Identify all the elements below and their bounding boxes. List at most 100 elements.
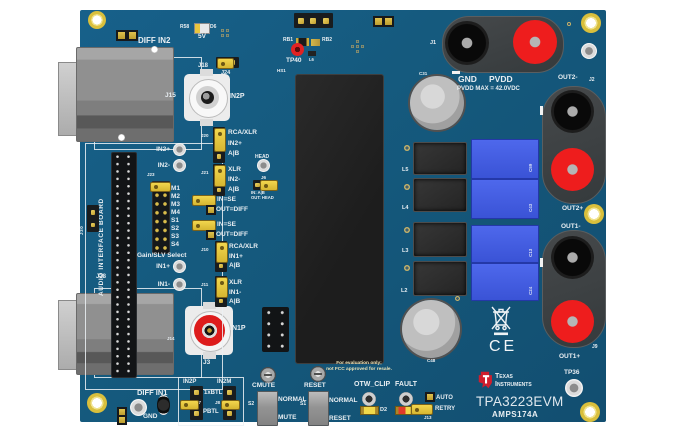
via [356,50,359,53]
cmute-label: CMUTE [252,382,276,389]
via [567,22,571,26]
via [221,34,224,37]
out2neg-banana-jack[interactable] [551,90,594,133]
c24-refdes: C24 [528,286,533,295]
j11-refdes: J11 [201,282,209,287]
j6-shunt-jumper[interactable] [260,180,278,191]
mount-hole [88,11,106,29]
cmute-switch-shaft[interactable] [261,368,275,382]
j28-header[interactable] [111,152,137,378]
otw-clip-label: OTW_CLIP [354,381,391,388]
se2-line2: OUT=DIFF [216,231,248,238]
header-pin [90,210,96,215]
via [404,265,410,271]
board-model: TPA3223EVM [476,394,564,409]
gnd-banana-jack[interactable] [445,21,489,65]
diode-d6 [194,23,210,34]
j30-header[interactable] [87,205,99,232]
j23-gain-header[interactable] [152,181,170,254]
film-cap-c59 [471,139,539,179]
c31-refdes: C31 [419,71,428,76]
header-pin [227,411,232,416]
diff-in2-label: DIFF IN2 [138,36,171,45]
header-pin [194,411,199,416]
j21-shunt-jumper[interactable] [214,165,226,187]
connector-screw [151,46,158,53]
out1pos-label: OUT1+ [559,353,581,360]
fault-testpoint[interactable] [399,392,413,406]
mode-pbtl-label: PBTL [203,409,219,415]
otw-clip-testpoint[interactable] [362,392,376,406]
header-pin [218,298,224,304]
inductor-l4 [413,178,467,212]
reset-pos-reset: RESET [329,415,351,422]
gain-shunt-jumper[interactable] [150,182,171,192]
solder-pad [116,30,127,41]
mute-slide-switch[interactable] [257,391,278,426]
auto-retry-line1: AUTO [436,395,453,401]
j10-refdes: J10 [201,247,209,252]
auto-retry-line2: RETRY [435,406,456,412]
header-pin [216,187,222,193]
ce-mark: CE [489,338,518,355]
resistor-rb1 [296,38,309,46]
diff-in1-label: DIFF IN1 [137,388,168,397]
se-diff-jumper-2[interactable] [192,220,216,231]
wire-loop-testpoint[interactable] [157,395,170,415]
gain-select-caption: Gain/SLV Select [137,252,187,259]
header-3pin[interactable] [294,13,333,28]
out1neg-banana-jack[interactable] [551,236,594,279]
j6-note1: IN: A|B [251,190,265,195]
diff-in2-connector[interactable] [76,47,174,142]
pbtl-in2m-label: IN2M [217,379,232,385]
j13-shunt-jumper[interactable] [411,404,433,415]
j11-line1: XLR [229,279,242,286]
pvdd-banana-jack[interactable] [513,20,557,64]
tp40-testpoint[interactable] [291,43,304,56]
reset-slide-switch[interactable] [308,391,329,426]
out2pos-banana-jack[interactable] [551,148,594,191]
j21-line3: A|B [228,186,240,193]
j20-shunt-jumper[interactable] [214,128,226,152]
gnd-testpoint[interactable] [130,399,147,416]
j18-refdes: J18 [198,63,209,69]
header-2x4[interactable] [262,307,289,352]
header-pin [310,17,317,24]
screw-head [581,43,597,59]
brand-line2: Instruments [495,381,532,388]
polarity-tick [540,258,543,267]
in1minus-tp-label: IN1- [157,281,170,288]
j3-refdes: J3 [203,359,211,366]
j21-line1: XLR [228,166,241,173]
weee-icon [491,306,511,336]
j9-refdes: J9 [592,344,598,350]
inductor-l6 [308,51,316,56]
head-testpoint[interactable] [257,159,270,172]
rb2-refdes: RB2 [322,37,333,43]
in1plus-testpoint[interactable] [173,260,186,273]
j20-line1: RCA/XLR [228,129,257,136]
via [404,227,410,233]
pbtl-in2p-label: IN2P [183,379,197,385]
j24-shunt-jumper[interactable] [217,58,234,69]
j11-shunt-jumper[interactable] [216,277,228,298]
j10-line2: IN1+ [229,253,243,260]
in2plus-testpoint[interactable] [173,143,186,156]
in2minus-testpoint[interactable] [173,159,186,172]
in1p-jack-label: IN1P [230,325,246,332]
j20-refdes: J20 [201,133,209,138]
j8-shunt-jumper[interactable] [221,400,240,410]
pvdd-max-label: PVDD MAX = 42.0VDC [457,86,520,92]
j7-shunt-jumper[interactable] [180,400,199,410]
header-pin [218,263,224,269]
inductor-l2 [413,261,467,296]
tp36-testpoint[interactable] [565,379,583,397]
out1pos-banana-jack[interactable] [551,300,594,343]
in1plus-tp-label: IN1+ [156,263,170,270]
reset-switch-shaft[interactable] [311,367,325,381]
in1minus-testpoint[interactable] [173,278,186,291]
j2-refdes: J2 [589,77,595,83]
se-diff-jumper-1[interactable] [192,195,216,206]
l5-refdes: L5 [402,167,409,173]
j10-shunt-jumper[interactable] [216,242,228,263]
